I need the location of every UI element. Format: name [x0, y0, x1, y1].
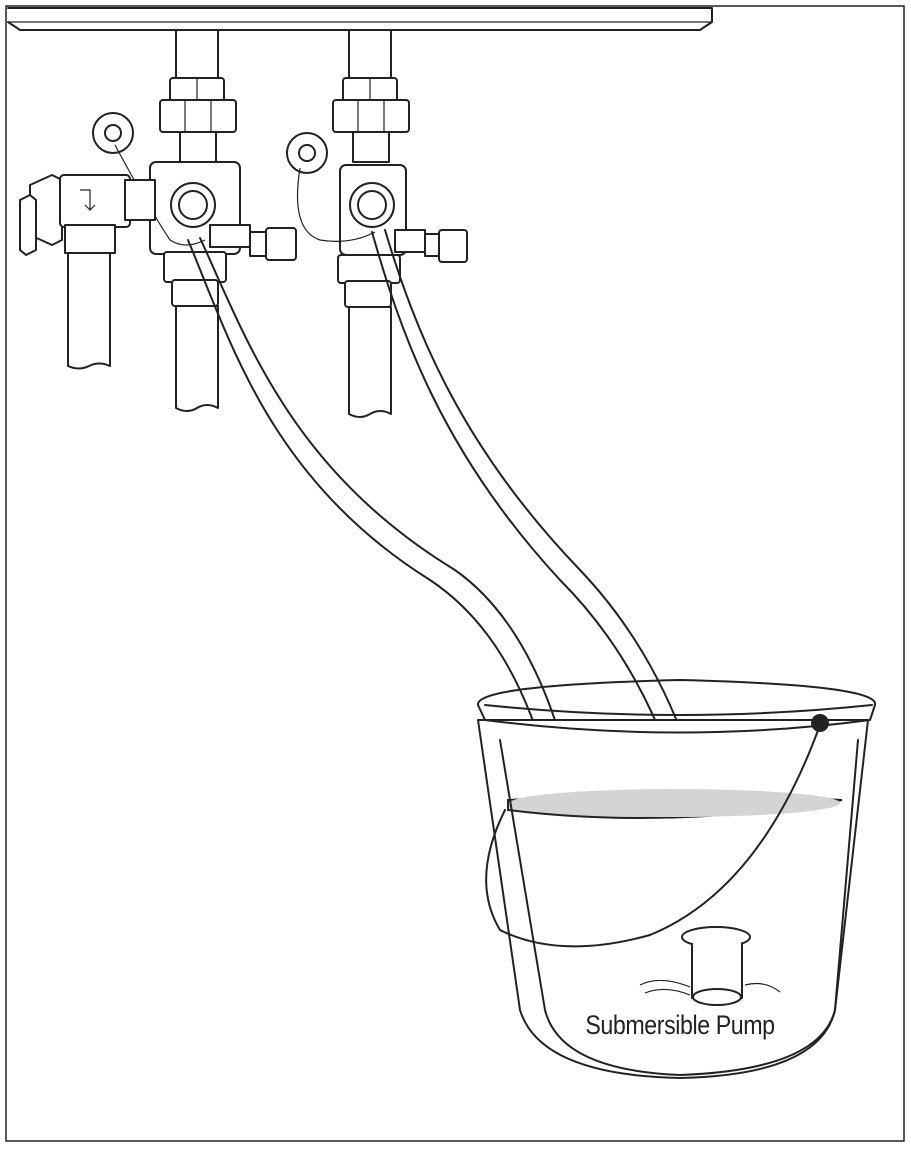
hot-water-valve-assembly [286, 29, 468, 418]
frame-border [5, 5, 905, 1142]
water-heater-bottom [7, 7, 713, 31]
submersible-pump [639, 926, 781, 1006]
bucket [477, 679, 877, 1079]
pump-label: Submersible Pump [585, 1010, 775, 1040]
relief-valve [19, 174, 156, 370]
